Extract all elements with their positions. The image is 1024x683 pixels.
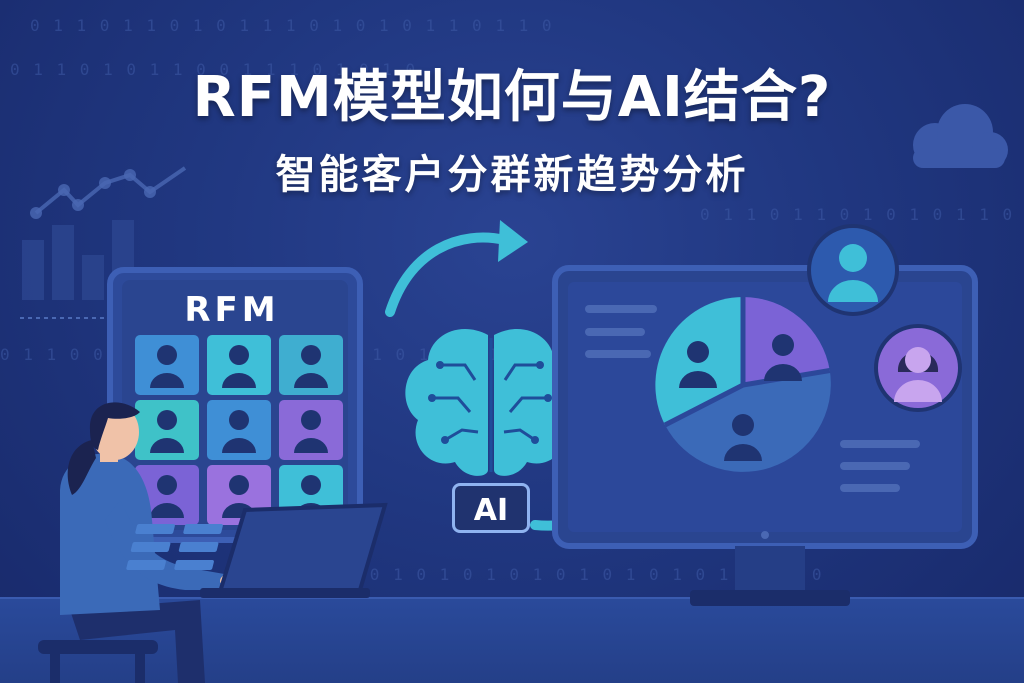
ai-badge: AI: [452, 483, 530, 533]
page-title: RFM模型如何与AI结合?: [192, 65, 832, 130]
arrow-icon: [385, 232, 510, 317]
brain-icon: [405, 329, 577, 476]
binary-row: 0 1 1 0 1 1 0 1 0 1 0 1 1 0 0 1: [700, 205, 1024, 224]
binary-row: 1 0 1 0 1 0 1 0 1 0 1 0 1 0 1 0 1 0 1 0 …: [300, 565, 824, 584]
avatar: [874, 324, 962, 412]
binary-row: 0 1 1 0 1 1 0 1 0 1 1 1 0 1 0 1 0 1 1 0 …: [30, 16, 554, 35]
person-icon: [679, 334, 802, 461]
page-subtitle: 智能客户分群新趋势分析: [275, 152, 749, 198]
background-bars: [22, 220, 134, 300]
rfm-panel-label: RFM: [184, 290, 280, 330]
pie-chart: [655, 297, 831, 472]
person-figure: [38, 402, 388, 683]
avatar: [807, 224, 899, 316]
person-icon: [150, 345, 328, 518]
cloud-icon: [913, 104, 1008, 168]
binary-row: 0 1 1 0 1 0 1 1 0 0 1 1 1 0 1 0 1 0: [10, 60, 418, 79]
